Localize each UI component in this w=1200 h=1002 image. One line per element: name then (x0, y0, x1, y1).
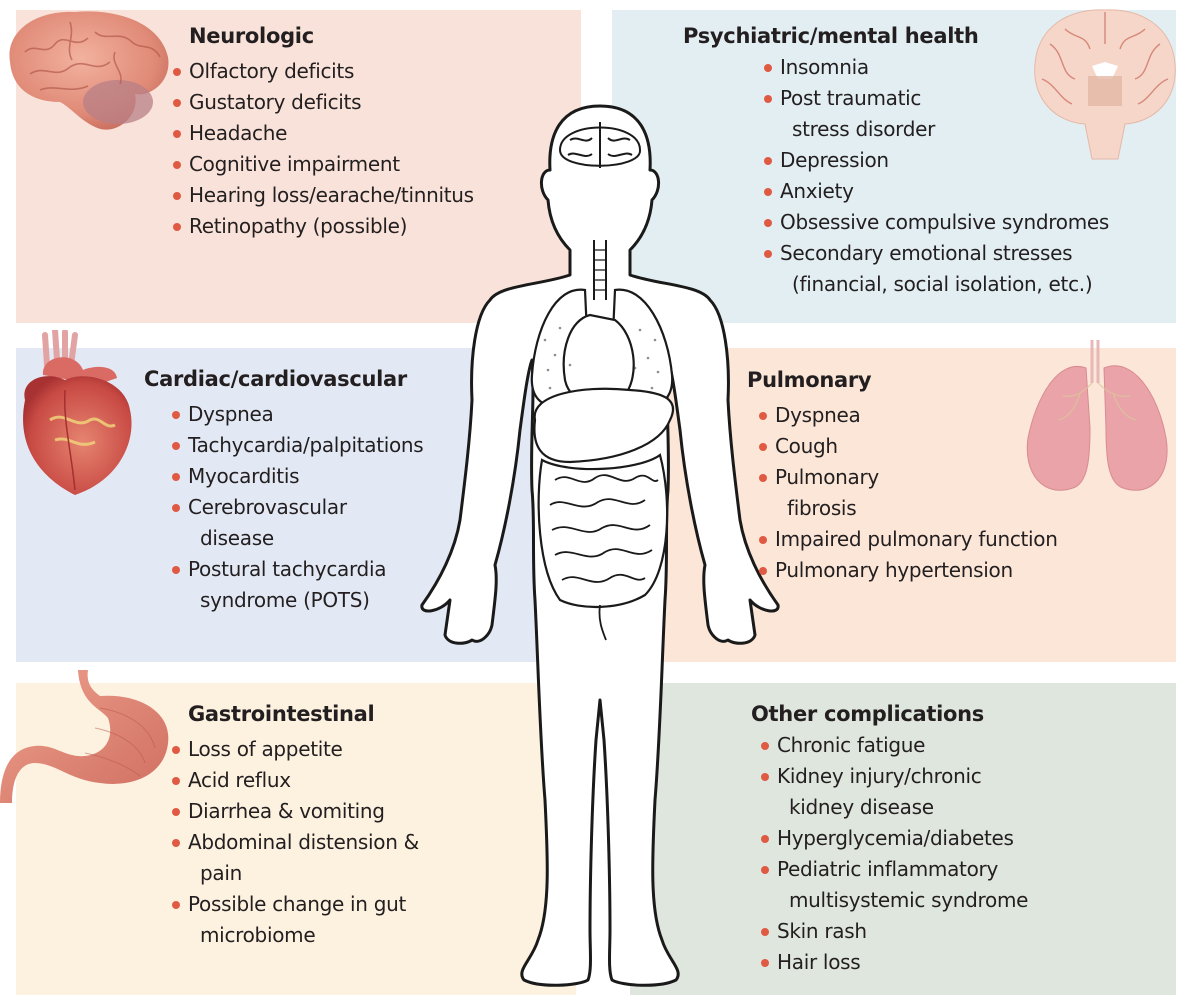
neurologic-title: Neurologic (189, 24, 314, 48)
gastrointestinal-section: Gastrointestinal Loss of appetite Acid r… (170, 700, 419, 951)
cardiac-title: Cardiac/cardiovascular (144, 367, 407, 391)
psychiatric-section: Psychiatric/mental health Insomnia Post … (683, 22, 1109, 300)
list-item: Headache (171, 118, 474, 149)
list-item: Insomnia (762, 52, 1109, 83)
list-item: Pulmonary hypertension (757, 555, 1058, 586)
list-item: Loss of appetite (170, 734, 419, 765)
gastrointestinal-title: Gastrointestinal (188, 702, 375, 726)
psychiatric-title: Psychiatric/mental health (683, 24, 979, 48)
list-item: Cough (757, 431, 1058, 462)
gastrointestinal-list: Loss of appetite Acid reflux Diarrhea & … (170, 734, 419, 951)
cardiac-list: Dyspnea Tachycardia/palpitations Myocard… (170, 399, 424, 616)
list-item: Hearing loss/earache/tinnitus (171, 180, 474, 211)
list-item: Impaired pulmonary function (757, 524, 1058, 555)
heart-icon (5, 330, 145, 510)
list-item: Secondary emotional stresses(financial, … (762, 238, 1109, 300)
list-item: Acid reflux (170, 765, 419, 796)
list-item: Hair loss (759, 947, 1028, 978)
list-item: Obsessive compulsive syndromes (762, 207, 1109, 238)
list-item: Abdominal distension &pain (170, 827, 419, 889)
list-item: Tachycardia/palpitations (170, 430, 424, 461)
other-complications-title: Other complications (751, 702, 984, 726)
lungs-icon (1018, 338, 1178, 498)
stomach-icon (0, 668, 175, 808)
pulmonary-title: Pulmonary (747, 368, 872, 392)
list-item: Skin rash (759, 916, 1028, 947)
neurologic-list: Olfactory deficits Gustatory deficits He… (171, 56, 474, 242)
list-item: Gustatory deficits (171, 87, 474, 118)
list-item: Chronic fatigue (759, 730, 1028, 761)
other-complications-section: Other complications Chronic fatigue Kidn… (751, 700, 1028, 978)
list-item: Hyperglycemia/diabetes (759, 823, 1028, 854)
other-complications-panel (630, 683, 1176, 995)
neurologic-section: Neurologic Olfactory deficits Gustatory … (171, 22, 474, 242)
brain-side-view-icon (0, 2, 175, 142)
list-item: Depression (762, 145, 1109, 176)
list-item: Myocarditis (170, 461, 423, 492)
gastrointestinal-panel (16, 683, 576, 995)
list-item: Olfactory deficits (171, 56, 474, 87)
list-item: Dyspnea (170, 399, 423, 430)
human-body-anatomy-icon (420, 100, 780, 1000)
list-item: Anxiety (762, 176, 1109, 207)
cardiac-section: Cardiac/cardiovascular Dyspnea Tachycard… (144, 365, 424, 616)
list-item: Cognitive impairment (171, 149, 474, 180)
list-item: Retinopathy (possible) (171, 211, 474, 242)
list-item: Dyspnea (757, 400, 1058, 431)
brain-coronal-section-icon (1030, 4, 1180, 164)
list-item: Diarrhea & vomiting (170, 796, 419, 827)
